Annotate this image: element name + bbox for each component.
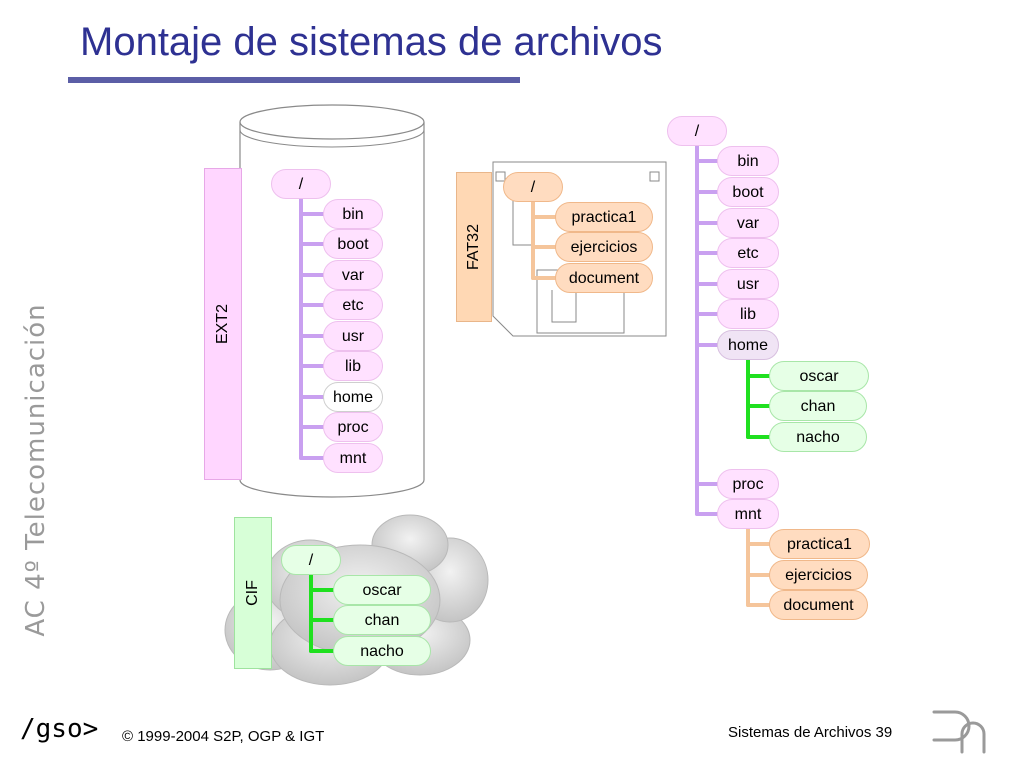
fat32-root-node: / xyxy=(503,172,563,202)
page-label: Sistemas de Archivos 39 xyxy=(728,724,893,741)
ext2-node-home: home xyxy=(323,382,383,412)
mounted-mnt-node-document: document xyxy=(769,590,868,620)
mounted-mnt-lines xyxy=(746,527,772,607)
mounted-home-node-oscar: oscar xyxy=(769,361,869,391)
slide-title: Montaje de sistemas de archivos xyxy=(80,20,663,64)
title-underline xyxy=(68,77,520,83)
mounted-node-home: home xyxy=(717,330,779,360)
fat32-label-text: FAT32 xyxy=(465,224,483,270)
ext2-label-text: EXT2 xyxy=(214,303,232,345)
ext2-node-var: var xyxy=(323,260,383,290)
mounted-node-usr: usr xyxy=(717,269,779,299)
fat32-tree-lines xyxy=(531,198,558,280)
mounted-node-boot: boot xyxy=(717,177,779,207)
mounted-mnt-node-ejercicios: ejercicios xyxy=(769,560,868,590)
mounted-mnt-node-practica1: practica1 xyxy=(769,529,870,559)
copyright-text: © 1999-2004 S2P, OGP & IGT xyxy=(122,728,325,745)
ext2-node-boot: boot xyxy=(323,229,383,259)
ext2-node-mnt: mnt xyxy=(323,443,383,473)
ext2-tree-lines xyxy=(299,194,326,460)
cif-label: CIF xyxy=(234,517,272,669)
mounted-root-node: / xyxy=(667,116,727,146)
mounted-node-bin: bin xyxy=(717,146,779,176)
mounted-node-lib: lib xyxy=(717,299,779,329)
mounted-home-node-chan: chan xyxy=(769,391,867,421)
cif-node-nacho: nacho xyxy=(333,636,431,666)
ext2-node-usr: usr xyxy=(323,321,383,351)
dn-logo-icon xyxy=(932,710,986,754)
cif-label-text: CIF xyxy=(244,580,261,606)
fat32-node-practica1: practica1 xyxy=(555,202,653,232)
ext2-node-lib: lib xyxy=(323,351,383,381)
mounted-node-proc: proc xyxy=(717,469,779,499)
ext2-label: EXT2 xyxy=(204,168,242,480)
fat32-label: FAT32 xyxy=(456,172,492,322)
cif-tree-lines xyxy=(309,570,336,653)
mounted-node-etc: etc xyxy=(717,238,779,268)
gso-logo: /gso> xyxy=(20,714,99,744)
mounted-tree-lines xyxy=(695,141,720,516)
cif-root-node: / xyxy=(281,545,341,575)
ext2-node-etc: etc xyxy=(323,290,383,320)
mounted-home-node-nacho: nacho xyxy=(769,422,867,452)
mounted-node-mnt: mnt xyxy=(717,499,779,529)
fat32-node-document: document xyxy=(555,263,653,293)
cif-node-oscar: oscar xyxy=(333,575,431,605)
ext2-node-bin: bin xyxy=(323,199,383,229)
ext2-root-node: / xyxy=(271,169,331,199)
mounted-node-var: var xyxy=(717,208,779,238)
mounted-home-lines xyxy=(746,358,772,439)
cif-node-chan: chan xyxy=(333,605,431,635)
ext2-node-proc: proc xyxy=(323,412,383,442)
fat32-node-ejercicios: ejercicios xyxy=(555,232,653,262)
